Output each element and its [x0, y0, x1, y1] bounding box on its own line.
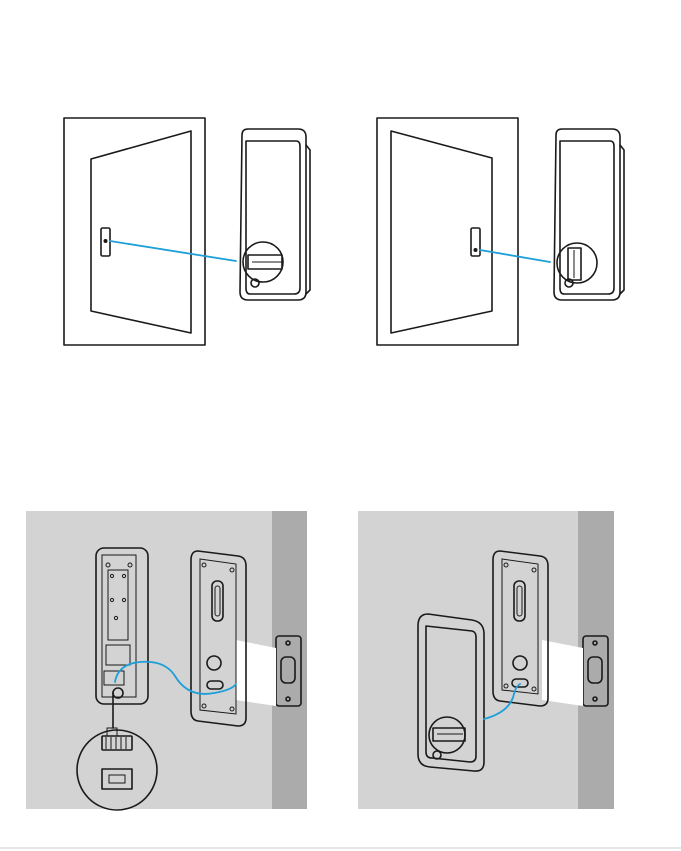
door-leaf [391, 131, 492, 333]
wiring-panel-connect [26, 511, 307, 810]
door-panel-right [377, 118, 624, 345]
door-lock-mini-icon [101, 228, 110, 256]
wiring-panel-mount [358, 511, 614, 809]
door-leaf [91, 131, 191, 333]
lock-front-panel-icon [554, 129, 624, 300]
alignment-line [480, 250, 550, 262]
door-lock-mini-icon [471, 228, 480, 256]
door-panel-left [64, 118, 310, 345]
door-frame [377, 118, 518, 345]
bolt-channel [236, 640, 276, 706]
alignment-line [110, 241, 236, 261]
door-frame [64, 118, 205, 345]
lock-front-panel-icon [240, 129, 310, 300]
